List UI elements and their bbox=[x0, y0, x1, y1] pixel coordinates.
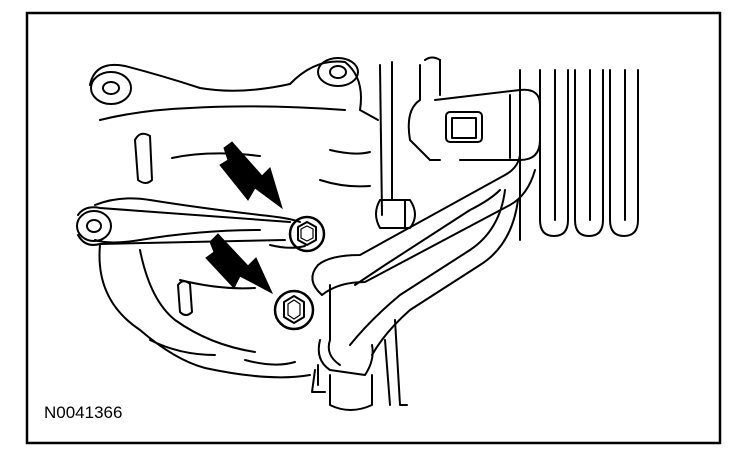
callout-arrows bbox=[205, 141, 283, 295]
top-bracket bbox=[407, 56, 541, 161]
cooling-fins bbox=[519, 69, 639, 241]
upper-bolt bbox=[288, 215, 326, 253]
upper-left-boss bbox=[90, 71, 132, 105]
lower-bolt bbox=[273, 289, 315, 331]
lower-bolt-arrow bbox=[205, 233, 274, 295]
upper-right-boss bbox=[317, 57, 359, 87]
engine-block-drawing bbox=[76, 56, 639, 411]
bottom-lug bbox=[311, 364, 373, 411]
coolant-tube bbox=[311, 154, 536, 376]
left-mounting-arm bbox=[76, 206, 291, 246]
upper-bolt-arrow bbox=[219, 141, 283, 210]
figure-label: N0041366 bbox=[44, 403, 122, 422]
housing bbox=[89, 60, 408, 406]
figure-border bbox=[25, 11, 722, 445]
